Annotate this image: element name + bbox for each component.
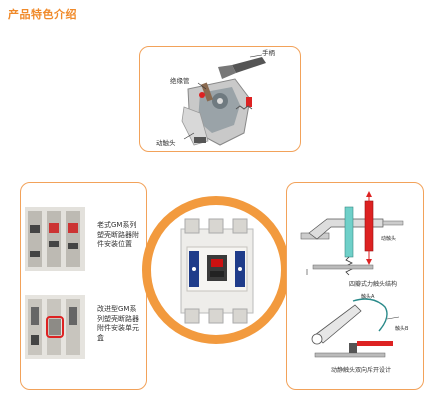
page-title: 产品特色介绍 — [8, 8, 77, 21]
old-accessory-note: 老式GM系列塑壳断路器附件安装位置 — [97, 221, 139, 248]
breaker-showcase — [142, 196, 290, 344]
mechanism-panel: 手柄 绝缘管 动触头 — [139, 46, 301, 152]
label-contact-a: 触头A — [361, 294, 375, 300]
contact-structure-panel: 动触头 四瓣式力触头结构 触头A 触头B 动静触头双向斥开设计 — [286, 182, 424, 390]
label-moving-contact-upper: 动触头 — [381, 236, 397, 242]
caption-bidirectional-repulsion: 动静触头双向斥开设计 — [331, 367, 392, 374]
label-insulator: 绝缘管 — [170, 77, 190, 85]
accessory-panel: 老式GM系列塑壳断路器附件安装位置 改进型GM系列塑壳断路器附件安装单元盒 — [20, 182, 147, 390]
contact-structure-diagrams — [300, 191, 404, 358]
old-breaker-photo — [25, 207, 85, 271]
label-moving-contact: 动触头 — [156, 139, 176, 147]
breaker-image — [180, 218, 254, 324]
label-handle: 手柄 — [262, 49, 275, 57]
new-breaker-photo — [25, 295, 85, 359]
label-contact-b: 触头B — [395, 326, 409, 332]
caption-four-petal-contact: 四瓣式力触头结构 — [349, 281, 398, 288]
mechanism-illustration — [181, 54, 266, 146]
new-accessory-note: 改进型GM系列塑壳断路器附件安装单元盒 — [97, 305, 139, 342]
